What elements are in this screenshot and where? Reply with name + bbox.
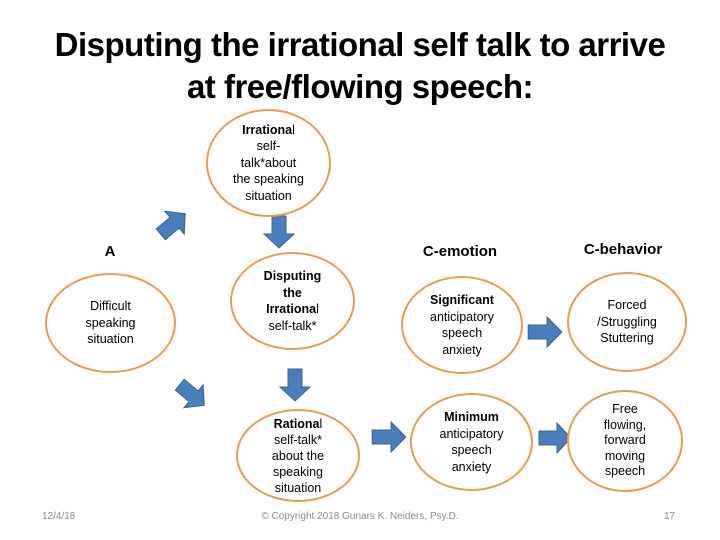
slide-title: Disputing the irrational self talk to ar… — [0, 24, 720, 108]
node-irrational-self-talk: Irrational self- talk*about the speaking… — [206, 109, 331, 217]
node-significant-anticipatory-anxiety: Significant anticipatory speech anxiety — [401, 276, 523, 374]
slide-title-line-2: at free/flowing speech: — [186, 68, 534, 105]
node-disputing-irrational-self-talk: Disputing the Irrational self-talk* — [230, 252, 355, 350]
node-rational-self-talk: Rational self-talk* about the speaking s… — [236, 409, 360, 502]
column-label-c-behavior: C-behavior — [583, 241, 663, 258]
node-free-flowing-speech: Free flowing, forward moving speech — [567, 390, 683, 492]
arrow-a-to-irrational — [150, 201, 196, 247]
footer-page-number: 17 — [664, 511, 676, 522]
arrow-irrational-to-disputing — [263, 215, 295, 249]
column-label-c-emotion: C-emotion — [422, 243, 498, 260]
column-label-a: A — [104, 243, 116, 260]
node-minimum-anticipatory-anxiety: Minimum anticipatory speech anxiety — [410, 393, 533, 491]
footer-copyright: © Copyright 2018 Gunars K. Neiders, Psy.… — [261, 511, 459, 522]
slide-title-line-1: Disputing the irrational self talk to ar… — [54, 26, 666, 63]
arrow-rational-to-minimum — [371, 421, 407, 453]
node-difficult-speaking-situation: Difficult speaking situation — [45, 273, 176, 373]
arrow-a-to-rational — [169, 372, 215, 418]
node-forced-struggling-stuttering: Forced /Struggling Stuttering — [567, 272, 687, 372]
arrow-disputing-to-rational — [279, 368, 311, 402]
arrow-significant-to-stuttering — [527, 316, 563, 348]
footer-date: 12/4/18 — [42, 511, 76, 522]
